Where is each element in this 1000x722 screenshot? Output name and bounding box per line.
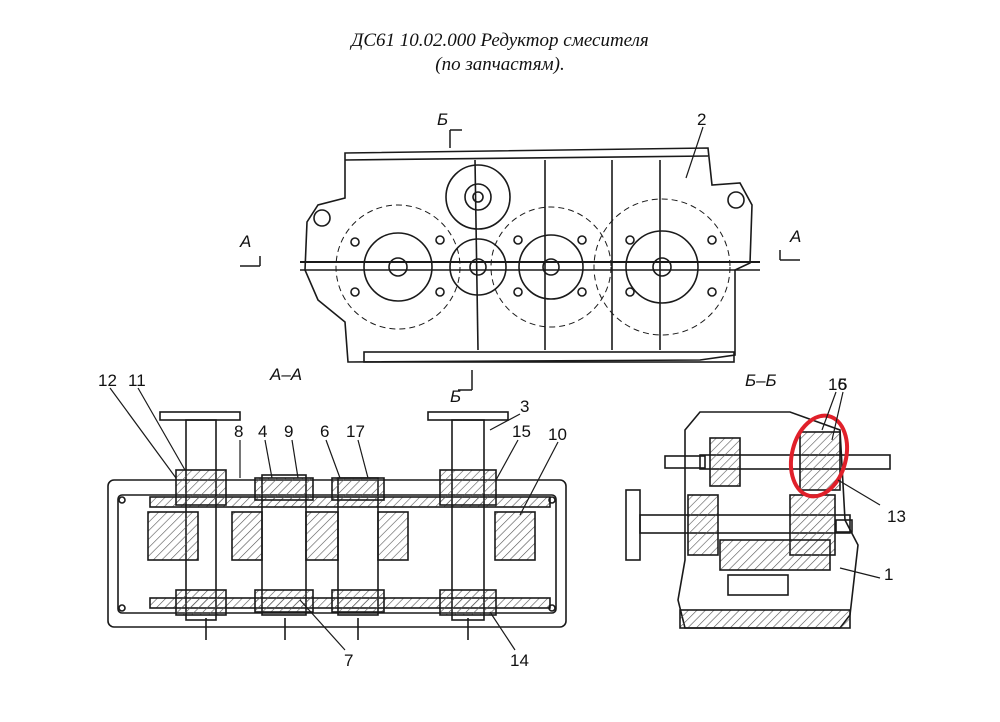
callout-6: 6 [320, 422, 329, 441]
callout-2: 2 [697, 110, 706, 129]
callout-14: 14 [510, 651, 529, 670]
drawing-subtitle: (по запчастям). [435, 54, 565, 75]
callout-8: 8 [234, 422, 243, 441]
section-marks [240, 129, 800, 391]
callout-13: 13 [887, 507, 906, 526]
leader-lines [109, 126, 881, 651]
callout-7: 7 [344, 651, 353, 670]
callout-5: 5 [838, 375, 847, 394]
highlight-ellipse [788, 413, 850, 499]
callout-12: 12 [98, 371, 117, 390]
callout-10: 10 [548, 425, 567, 444]
cut-label-a-right: А [789, 227, 801, 246]
callout-1: 1 [884, 565, 893, 584]
cut-label-a-left: А [239, 232, 251, 251]
section-bb-view [625, 411, 891, 629]
callout-4: 4 [258, 422, 267, 441]
callout-17: 17 [346, 422, 365, 441]
drawing-title: ДС61 10.02.000 Редуктор смесителя [351, 30, 649, 51]
callout-9: 9 [284, 422, 293, 441]
cut-label-b-bottom: Б [450, 387, 461, 406]
section-bb-title: Б–Б [745, 371, 777, 390]
callout-11: 11 [128, 371, 146, 390]
callout-15: 15 [512, 422, 531, 441]
cut-label-b-top: Б [437, 110, 448, 129]
section-aa-title: А–А [269, 365, 302, 384]
section-aa-view [107, 411, 567, 640]
callout-16: 16 [828, 375, 847, 394]
callout-3: 3 [520, 397, 529, 416]
housing-front-view [300, 147, 760, 363]
